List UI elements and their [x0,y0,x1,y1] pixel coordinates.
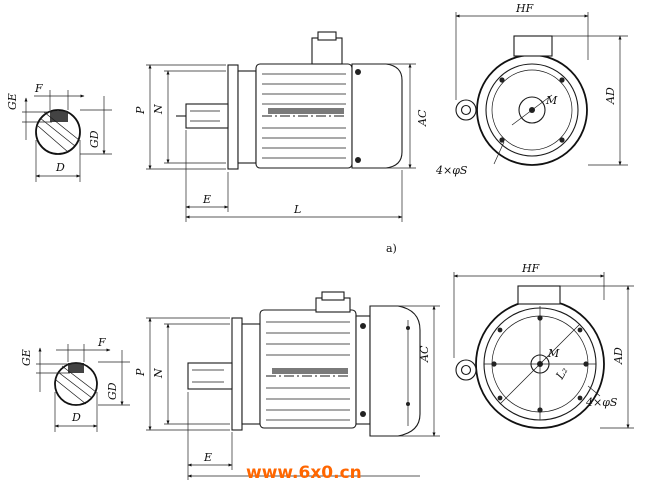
top-ac-label: AC [416,109,429,127]
bottom-ge-label: GE [20,349,33,366]
top-f-label: F [34,82,43,95]
bottom-side-elevation: P N E AC [134,291,440,480]
bottom-f-label: F [97,336,106,349]
bottom-p-label: P [134,368,147,377]
top-ge-label: GE [6,93,19,110]
bottom-shaft-key-section: GE F GD D [20,336,130,432]
top-shaft-key-section: GE F GD D [6,82,112,182]
top-holes-label: 4×φS [435,164,468,177]
bottom-hf-label: HF [521,262,540,275]
top-l-label: L [293,203,301,216]
top-ad-label: AD [604,87,617,105]
top-d-label: D [55,161,65,174]
top-m-label: M [545,94,558,107]
bottom-gd-label: GD [106,382,119,400]
bottom-ad-label: AD [612,347,625,365]
bottom-e-label: E [203,451,212,464]
bottom-m-label: M [547,347,560,360]
top-p-label: P [134,106,147,115]
bottom-d-label: D [71,411,81,424]
top-n-label: N [152,104,165,115]
watermark-text: www.6x0.cn [246,463,362,483]
top-e-label: E [202,193,211,206]
bottom-l2-label: L₂ [553,365,571,383]
bottom-end-view: HF AD M L₂ 4×φS [453,262,634,429]
bottom-holes-label: 4×φS [585,396,618,409]
top-hf-label: HF [515,2,534,15]
bottom-ac-label: AC [418,345,431,363]
bottom-n-label: N [152,368,165,379]
top-gd-label: GD [88,130,101,148]
top-end-view: HF AD M 4×φS [435,2,628,177]
figure-caption: a) [386,242,397,255]
top-side-elevation: P N E L AC [134,31,429,222]
